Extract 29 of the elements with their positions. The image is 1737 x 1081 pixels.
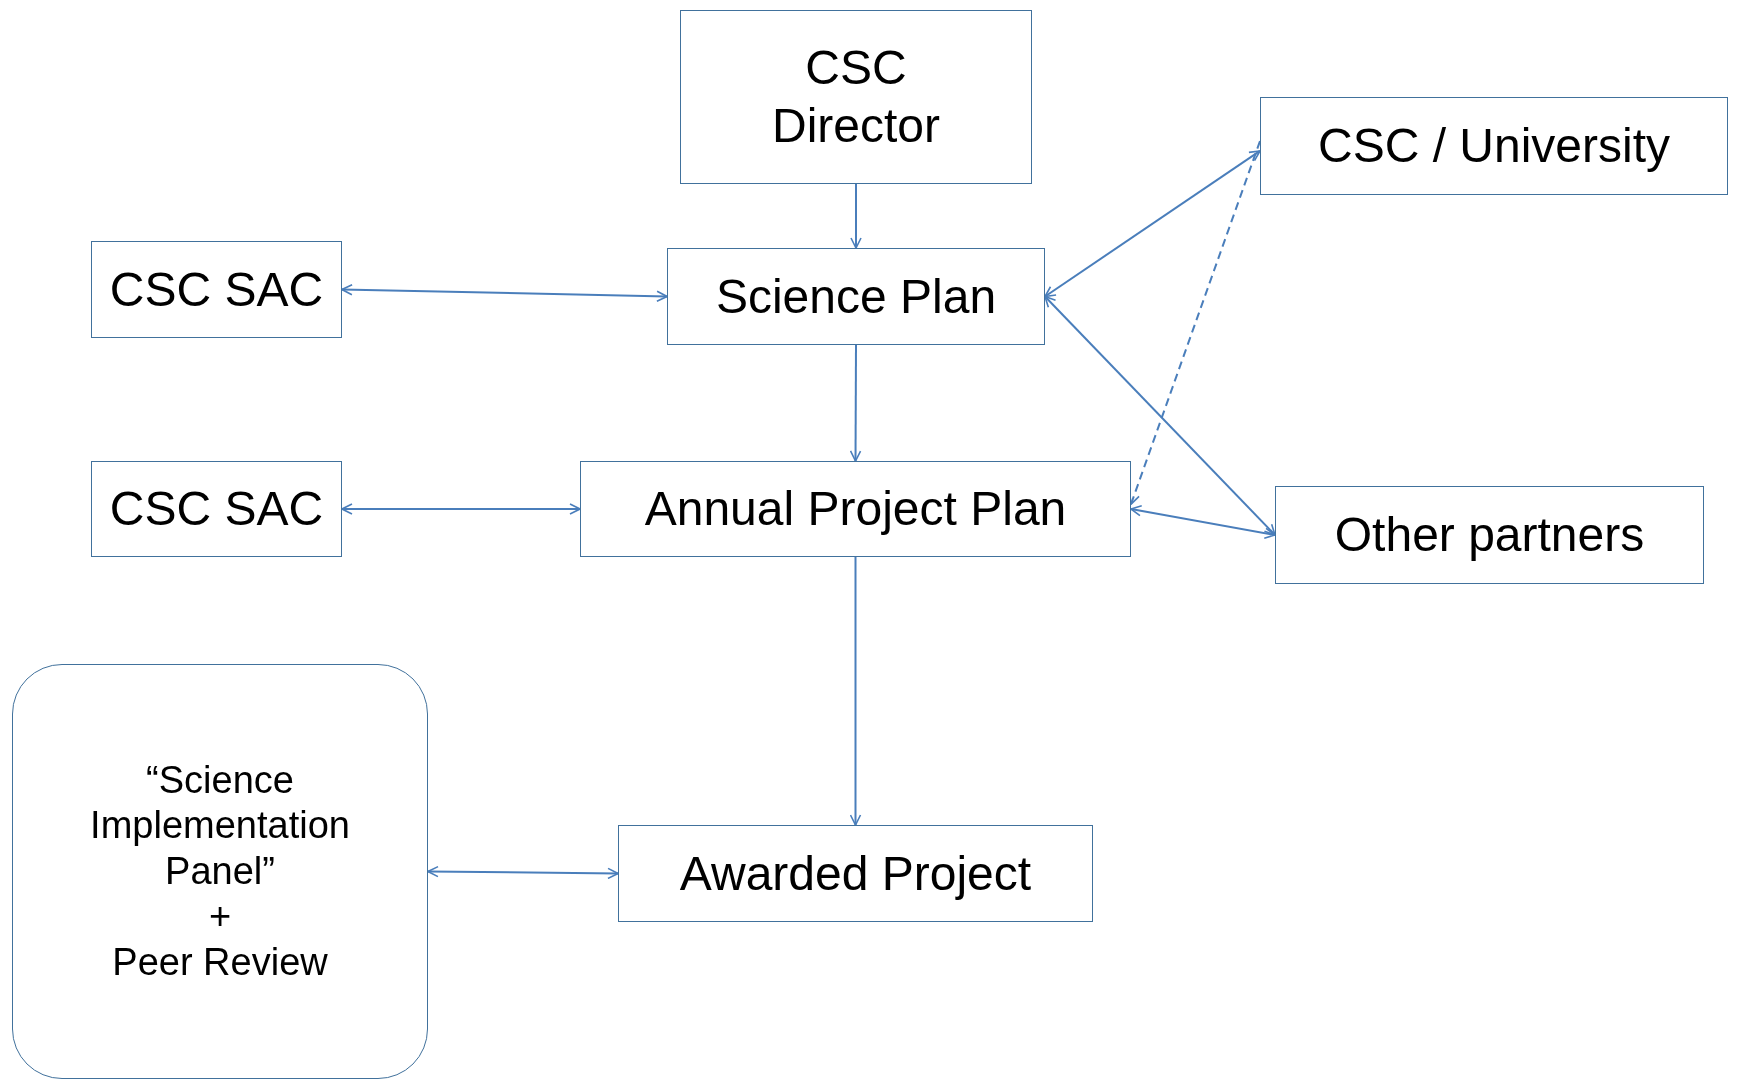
process-box	[680, 10, 1032, 184]
process-box	[1260, 97, 1728, 195]
arrow	[1044, 295, 1276, 536]
node-label: Other partners	[1334, 507, 1645, 564]
node-label: “Science Implementation Panel”	[89, 757, 351, 894]
rounded-box	[12, 664, 428, 1079]
arrow	[341, 283, 668, 303]
arrow	[849, 344, 862, 462]
node-label: CSC Director	[771, 40, 941, 154]
node-label: Annual Project Plan	[644, 481, 1067, 538]
arrow	[849, 556, 862, 826]
process-box	[580, 461, 1131, 557]
node-label: +	[208, 894, 232, 940]
node-label: CSC SAC	[109, 481, 324, 538]
arrow	[850, 183, 862, 249]
process-box	[667, 248, 1045, 345]
arrow	[1044, 149, 1261, 298]
process-box	[618, 825, 1093, 922]
node-label: Awarded Project	[679, 845, 1032, 902]
node-label: Peer Review	[112, 939, 328, 985]
process-box	[91, 461, 342, 557]
node-label: CSC / University	[1317, 118, 1671, 175]
arrow	[1130, 505, 1276, 539]
arrow	[341, 503, 581, 515]
arrow	[427, 865, 619, 880]
node-label: CSC SAC	[109, 261, 324, 318]
process-box	[1275, 486, 1704, 584]
node-label: Science Plan	[715, 268, 997, 325]
process-box	[91, 241, 342, 338]
